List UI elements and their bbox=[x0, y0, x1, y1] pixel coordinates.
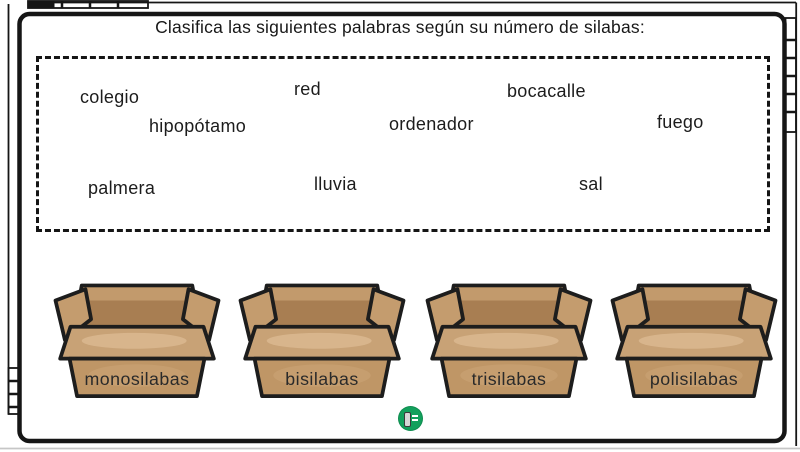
draggable-word[interactable]: bocacalle bbox=[507, 81, 586, 101]
draggable-word[interactable]: colegio bbox=[80, 87, 140, 107]
drop-box-trisilabas[interactable]: trisilabas bbox=[420, 261, 598, 400]
word-pool-area bbox=[36, 56, 770, 232]
button-text-lines-icon bbox=[412, 415, 418, 417]
drop-box-polisilabas[interactable]: polisilabas bbox=[605, 261, 783, 400]
drop-box-bisilabas[interactable]: bisilabas bbox=[233, 261, 411, 400]
draggable-word[interactable]: palmera bbox=[88, 178, 156, 198]
draggable-word[interactable]: hipopótamo bbox=[149, 116, 247, 136]
draggable-word[interactable]: sal bbox=[579, 174, 603, 194]
page-title: Clasifica las siguientes palabras según … bbox=[155, 17, 645, 37]
box-label: polisilabas bbox=[650, 369, 738, 389]
box-label: bisilabas bbox=[285, 369, 358, 389]
draggable-word[interactable]: red bbox=[294, 79, 321, 99]
box-label: monosilabas bbox=[85, 369, 190, 389]
battery-icon bbox=[404, 412, 411, 427]
box-label: trisilabas bbox=[472, 369, 547, 389]
drop-box-monosilabas[interactable]: monosilabas bbox=[48, 261, 226, 400]
draggable-word[interactable]: lluvia bbox=[314, 174, 357, 194]
draggable-word[interactable]: ordenador bbox=[389, 114, 474, 134]
green-widget-button[interactable] bbox=[398, 406, 423, 431]
draggable-word[interactable]: fuego bbox=[657, 112, 704, 132]
